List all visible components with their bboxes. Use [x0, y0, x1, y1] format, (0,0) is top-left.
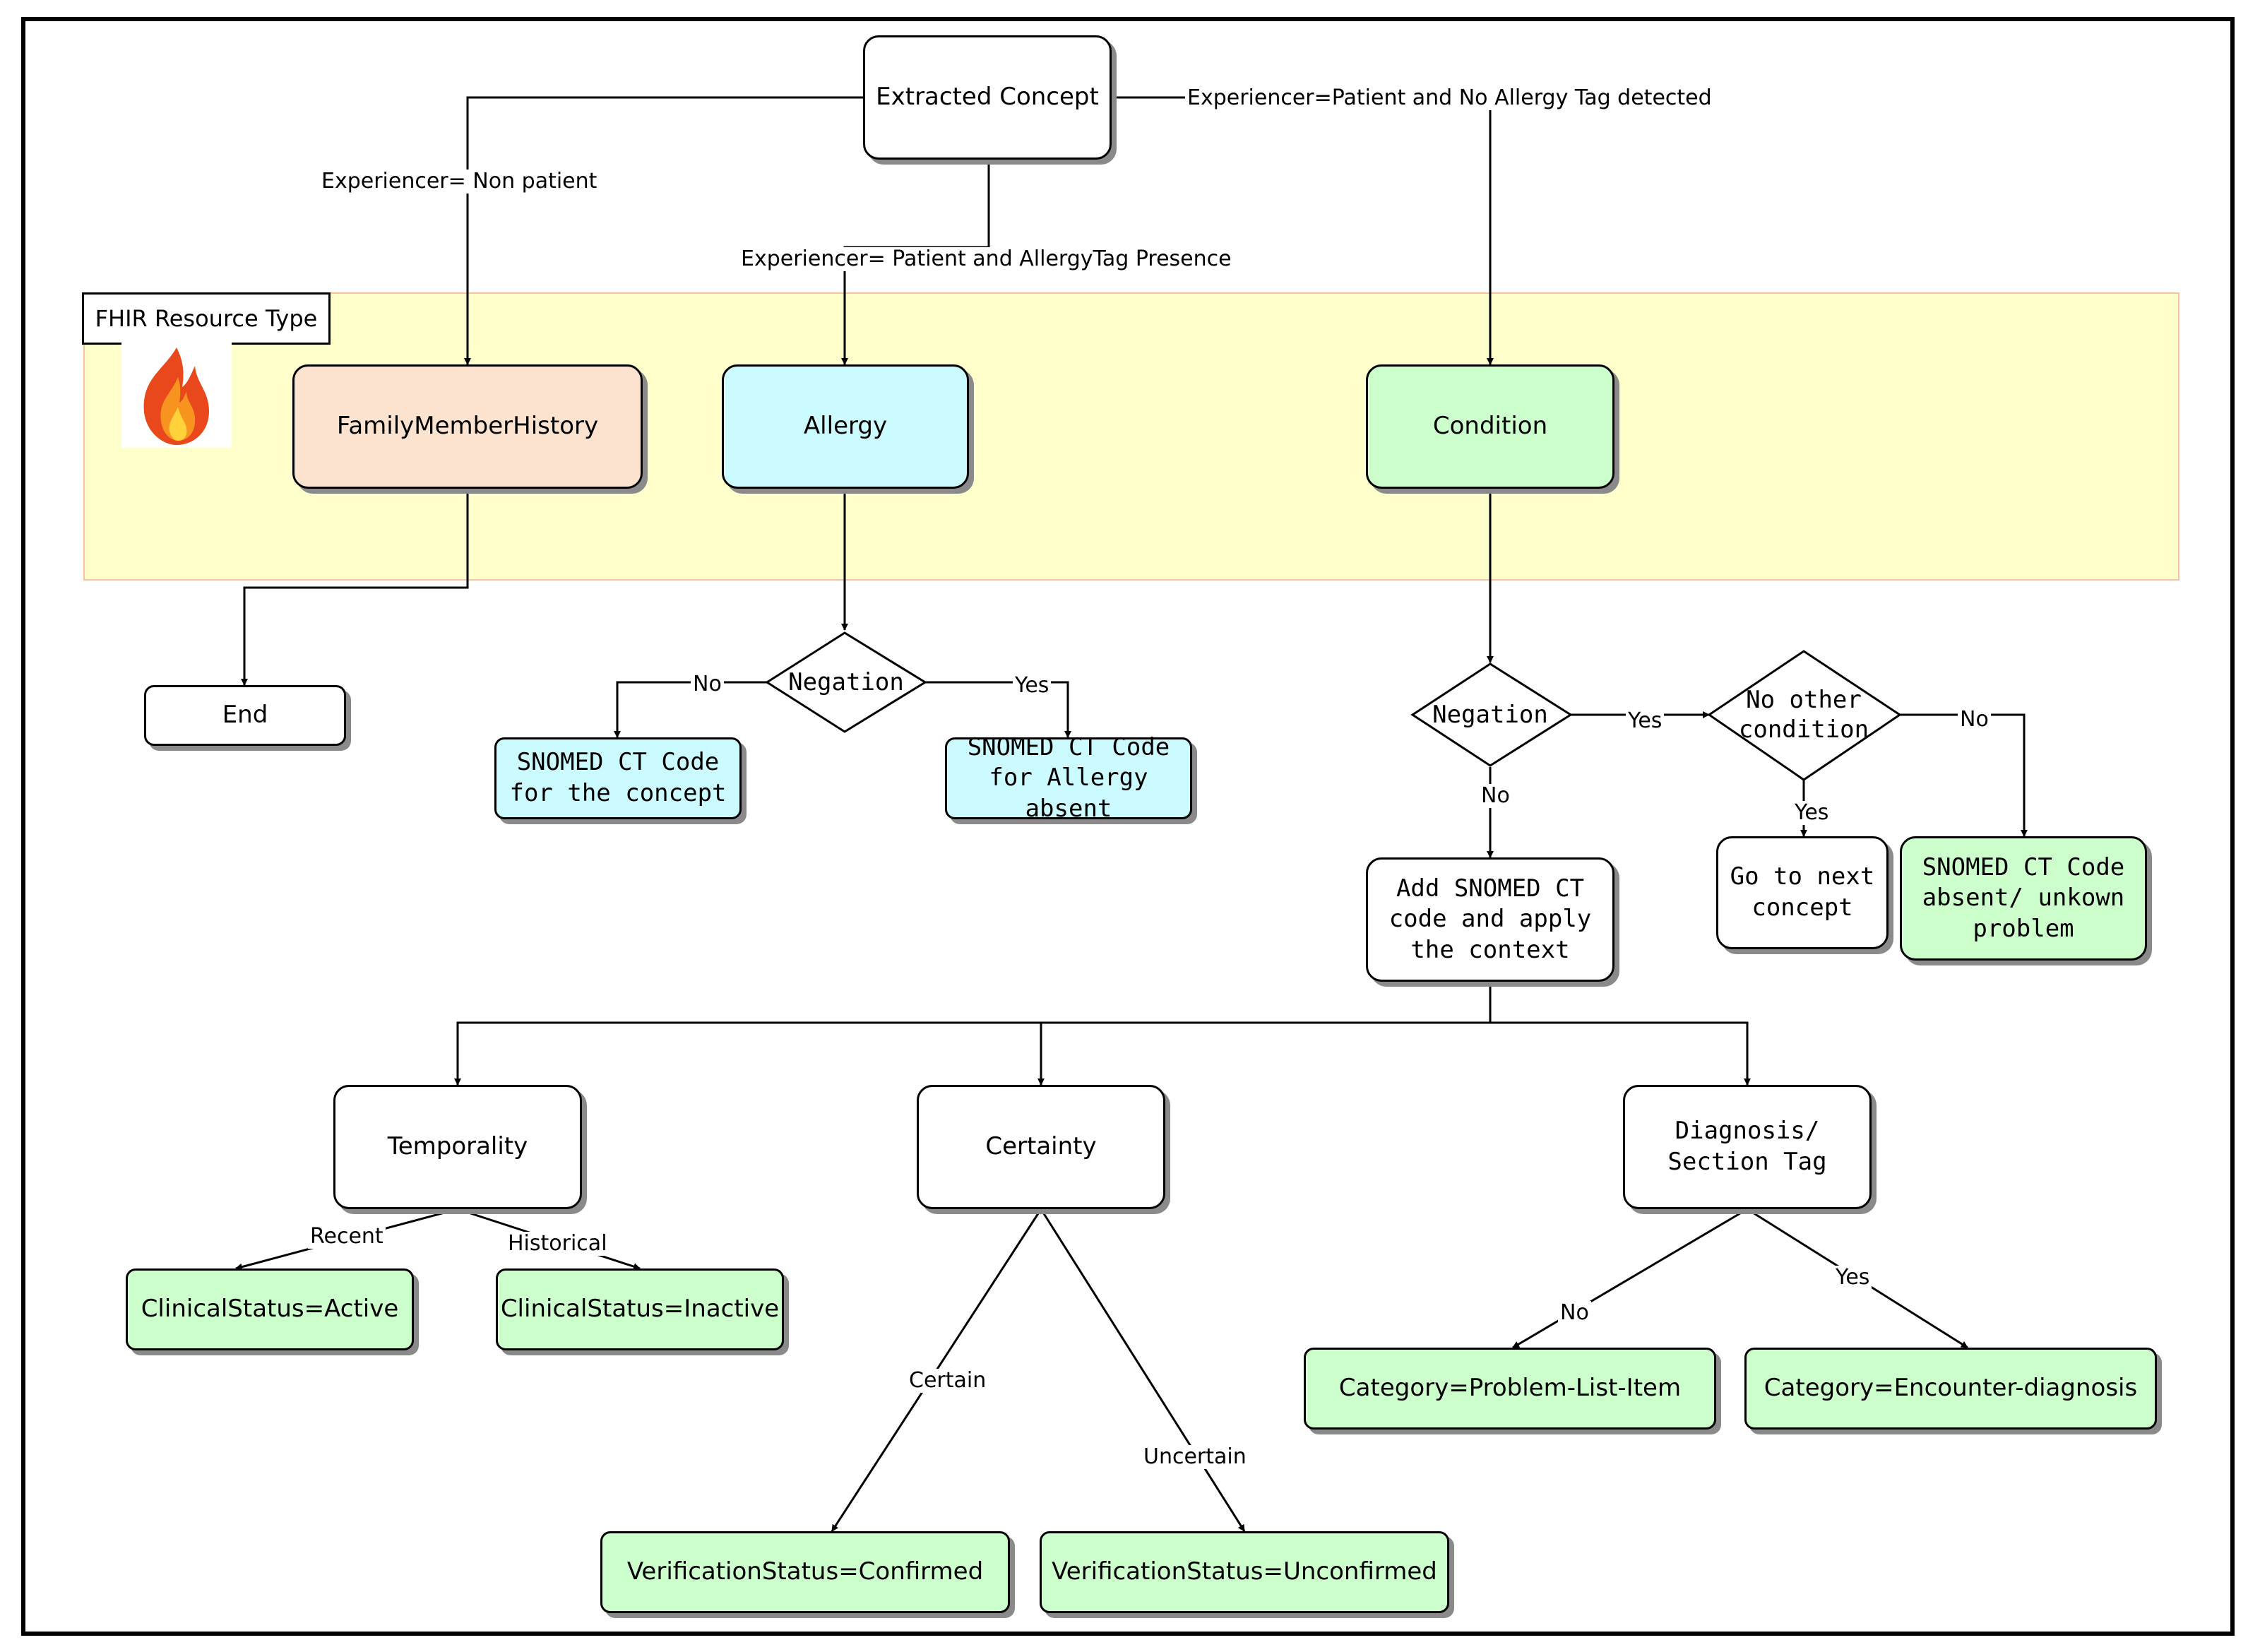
edge-label-noother-no: No: [1958, 708, 1991, 732]
category-problem-list-node: Category=Problem-List-Item: [1304, 1348, 1716, 1430]
clinical-status-active-node: ClinicalStatus=Active: [126, 1268, 414, 1350]
allergy-negation-diamond: [765, 631, 927, 733]
edge-label-condition-yes: Yes: [1626, 709, 1665, 733]
verification-confirmed-node: VerificationStatus=Confirmed: [600, 1531, 1010, 1613]
edge-branch-diagnosis: [1490, 1021, 1751, 1086]
edge-certainty-uncertain: [1040, 1208, 1246, 1532]
condition-node: Condition: [1366, 364, 1614, 489]
edge-noother-no: [1900, 713, 2028, 837]
edge-branch-temporality: [454, 1021, 1490, 1086]
certainty-node: Certainty: [917, 1085, 1165, 1209]
verification-unconfirmed-node: VerificationStatus=Unconfirmed: [1040, 1531, 1449, 1613]
fhir-flame-icon: [121, 342, 232, 448]
edge-label-diagnosis-yes: Yes: [1833, 1266, 1872, 1290]
edge-label-allergy-no: No: [691, 672, 724, 696]
edge-label-uncertain: Uncertain: [1141, 1445, 1249, 1469]
no-other-condition-label: No other condition: [1738, 685, 1869, 744]
end-node: End: [144, 685, 346, 746]
edge-label-recent: Recent: [308, 1225, 386, 1249]
temporality-node: Temporality: [333, 1085, 582, 1209]
edge-label-noother-yes: Yes: [1792, 801, 1831, 825]
family-member-history-node: FamilyMemberHistory: [292, 364, 643, 489]
snomed-concept-node: SNOMED CT Code for the concept: [494, 737, 742, 819]
edge-allergy-negation-yes: [925, 681, 1071, 738]
edge-concept-to-condition: [1112, 96, 1494, 365]
edge-label-diagnosis-no: No: [1558, 1301, 1591, 1325]
category-encounter-diagnosis-node: Category=Encounter-diagnosis: [1744, 1348, 2157, 1430]
edge-concept-to-family: [464, 96, 863, 365]
diagnosis-section-tag-node: Diagnosis/ Section Tag: [1623, 1085, 1872, 1209]
clinical-status-inactive-node: ClinicalStatus=Inactive: [496, 1268, 784, 1350]
condition-negation-diamond: [1410, 662, 1573, 767]
allergy-negation-label: Negation: [788, 667, 904, 696]
condition-negation-label: Negation: [1432, 700, 1548, 729]
snomed-allergy-absent-node: SNOMED CT Code for Allergy absent: [945, 733, 1192, 823]
edge-label-patient-allergy: Experiencer= Patient and AllergyTag Pres…: [739, 247, 1234, 271]
allergy-node: Allergy: [722, 364, 969, 489]
snomed-absent-unknown-node: SNOMED CT Code absent/ unkown problem: [1900, 836, 2147, 961]
edge-label-condition-no: No: [1479, 784, 1512, 808]
edge-label-non-patient: Experiencer= Non patient: [319, 170, 600, 194]
add-snomed-context-node: Add SNOMED CT code and apply the context: [1366, 857, 1614, 982]
edge-label-allergy-yes: Yes: [1013, 674, 1052, 698]
fhir-resource-type-label: FHIR Resource Type: [82, 292, 331, 345]
go-to-next-concept-node: Go to next concept: [1716, 836, 1889, 949]
edge-label-patient-no-allergy: Experiencer=Patient and No Allergy Tag d…: [1185, 86, 1714, 110]
no-other-condition-diamond: [1707, 650, 1902, 781]
edge-family-to-end: [241, 489, 469, 686]
edge-diagnosis-no: [1512, 1208, 1748, 1349]
extracted-concept-node: Extracted Concept: [863, 35, 1112, 160]
edge-label-historical: Historical: [506, 1232, 609, 1256]
edge-label-certain: Certain: [907, 1369, 989, 1393]
diagram-frame: [21, 17, 2235, 1636]
